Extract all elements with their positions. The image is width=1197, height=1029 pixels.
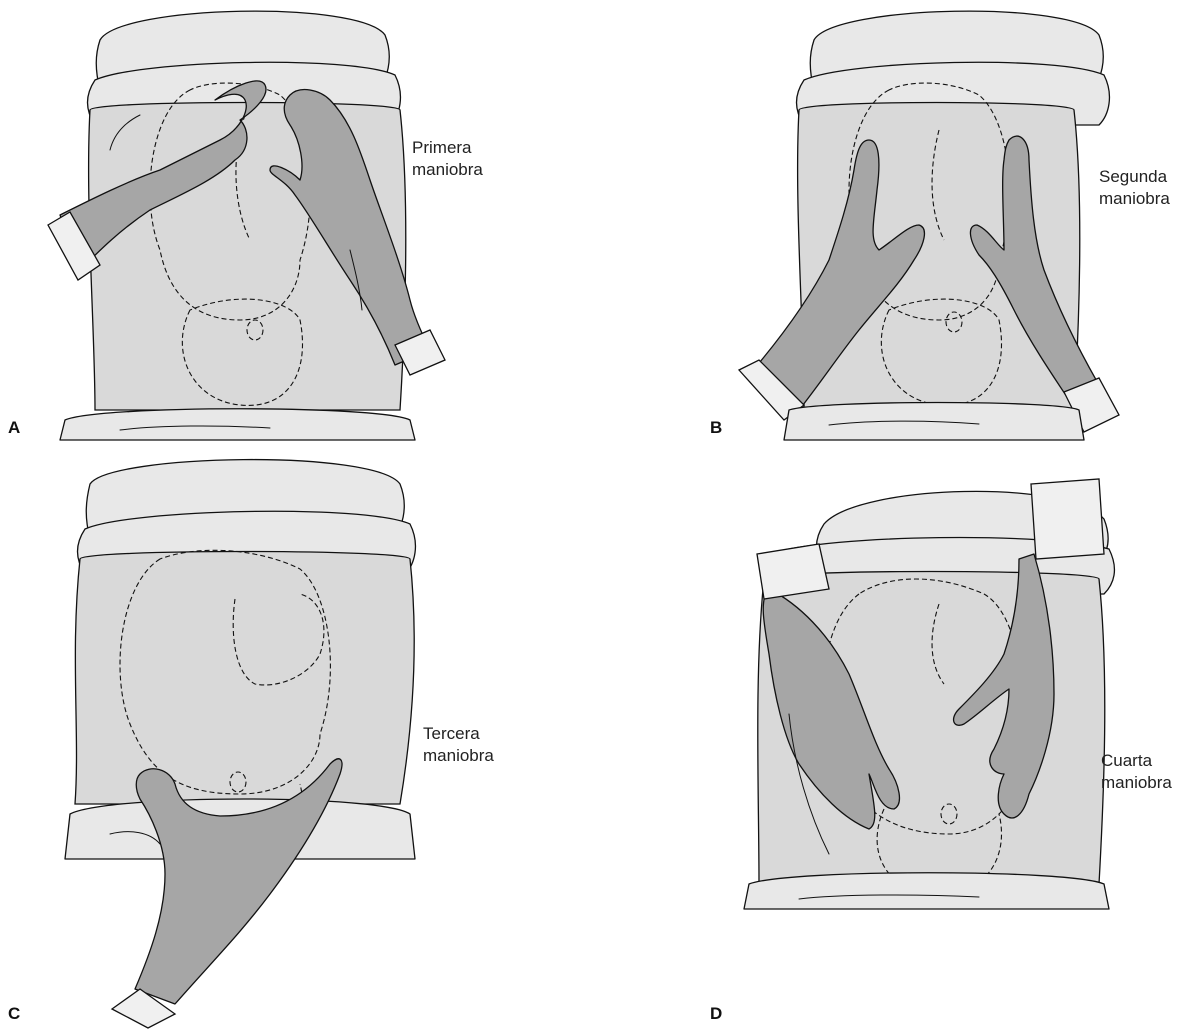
abdomen-illustration-c [0, 514, 598, 1028]
panel-letter: D [710, 1004, 723, 1024]
caption-line-2: maniobra [423, 745, 494, 767]
panel-letter: C [8, 1004, 21, 1024]
caption-line-1: Cuarta [1101, 750, 1172, 772]
caption-line-1: Segunda [1099, 166, 1170, 188]
panel-c-tercera-maniobra: C Tercera maniobra [0, 514, 598, 1028]
panel-letter: A [8, 418, 21, 438]
caption-line-2: maniobra [1101, 772, 1172, 794]
panel-a-primera-maniobra: A Primera maniobra [0, 0, 598, 514]
panel-caption: Cuarta maniobra [1101, 750, 1172, 794]
panel-b-segunda-maniobra: B Segunda maniobra [599, 0, 1197, 514]
panel-caption: Tercera maniobra [423, 723, 494, 767]
caption-line-1: Tercera [423, 723, 494, 745]
panel-d-cuarta-maniobra: D Cuarta maniobra [599, 514, 1197, 1028]
caption-line-2: maniobra [1099, 188, 1170, 210]
panel-caption: Primera maniobra [412, 137, 483, 181]
panel-caption: Segunda maniobra [1099, 166, 1170, 210]
abdomen-illustration-b [599, 0, 1197, 514]
panel-letter: B [710, 418, 723, 438]
caption-line-1: Primera [412, 137, 483, 159]
abdomen-illustration-a [0, 0, 598, 514]
caption-line-2: maniobra [412, 159, 483, 181]
